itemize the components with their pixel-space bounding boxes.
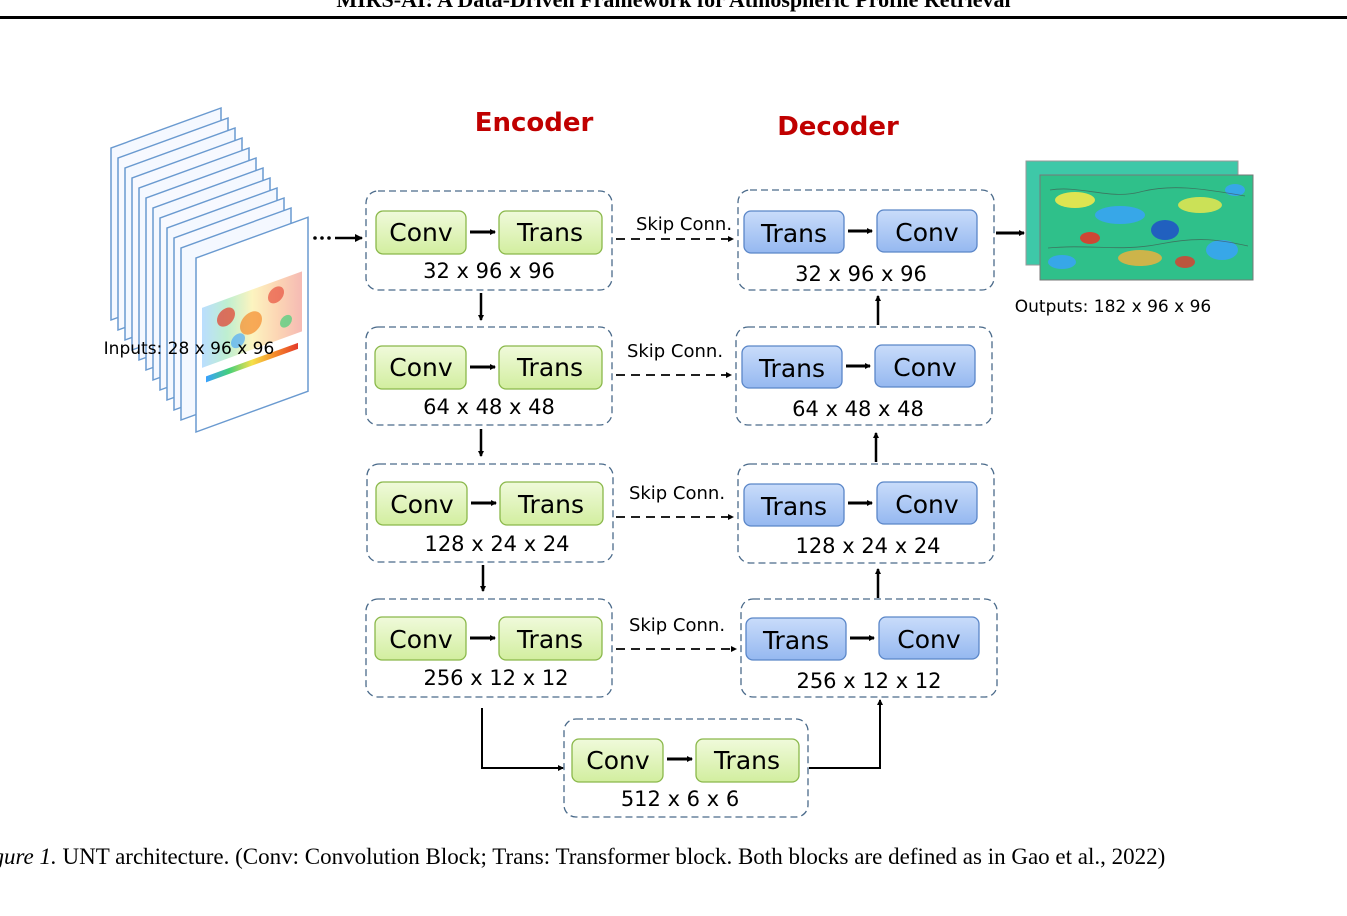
bottleneck-connectors xyxy=(481,699,883,771)
trans-block xyxy=(743,210,845,254)
conv-block xyxy=(876,481,978,525)
trans-block xyxy=(743,483,845,527)
conv-label: Conv xyxy=(893,353,957,382)
skip-label: Skip Conn. xyxy=(629,483,725,504)
skip-connection-4: Skip Conn. xyxy=(616,615,737,652)
trans-label: Trans xyxy=(760,492,827,521)
encoder-title: Encoder xyxy=(475,108,594,138)
trans-block xyxy=(499,481,604,526)
skip-connection-3: Skip Conn. xyxy=(616,483,734,520)
decoder-level-3: Trans Conv 128 x 24 x 24 xyxy=(737,463,995,564)
trans-label: Trans xyxy=(516,625,583,654)
trans-block xyxy=(741,345,843,389)
encoder-level-3-dims: 128 x 24 x 24 xyxy=(424,532,569,556)
trans-block xyxy=(695,738,800,783)
page-header: MIRS-AI: A Data-Driven Framework for Atm… xyxy=(0,0,1347,20)
trans-block xyxy=(498,210,603,255)
unt-architecture-diagram: Encoder Decoder Inputs: 28 x 96 x 9 xyxy=(104,106,1254,818)
trans-block xyxy=(498,345,603,390)
encoder-level-2-dims: 64 x 48 x 48 xyxy=(423,395,555,419)
figure-caption: Figure 1. UNT architecture. (Conv: Convo… xyxy=(0,844,1347,878)
trans-label: Trans xyxy=(516,353,583,382)
trans-label: Trans xyxy=(760,219,827,248)
encoder-down-arrows xyxy=(478,293,486,592)
running-title: MIRS-AI: A Data-Driven Framework for Atm… xyxy=(0,0,1347,13)
bottleneck-dims: 512 x 6 x 6 xyxy=(621,787,739,811)
conv-label: Conv xyxy=(895,490,959,519)
caption-text: UNT architecture. (Conv: Convolution Blo… xyxy=(62,844,1166,869)
caption-label: Figure 1. xyxy=(0,844,57,869)
inputs-label: Inputs: 28 x 96 x 96 xyxy=(104,339,275,359)
conv-label: Conv xyxy=(390,490,454,519)
conv-block xyxy=(374,345,467,390)
decoder-level-4: Trans Conv 256 x 12 x 12 xyxy=(740,598,998,698)
conv-block xyxy=(874,344,976,388)
skip-label: Skip Conn. xyxy=(636,214,732,235)
decoder-level-3-dims: 128 x 24 x 24 xyxy=(795,534,940,558)
decoder-level-2-dims: 64 x 48 x 48 xyxy=(792,397,924,421)
trans-block xyxy=(745,617,847,661)
conv-label: Conv xyxy=(389,218,453,247)
conv-label: Conv xyxy=(895,218,959,247)
skip-label: Skip Conn. xyxy=(627,341,723,362)
conv-label: Conv xyxy=(389,353,453,382)
output-map-stack xyxy=(1025,160,1254,281)
encoder-level-3: Conv Trans 128 x 24 x 24 xyxy=(366,463,614,563)
trans-label: Trans xyxy=(713,746,780,775)
conv-block xyxy=(571,738,664,783)
encoder-level-1: Conv Trans 32 x 96 x 96 xyxy=(365,190,613,291)
decoder-level-2: Trans Conv 64 x 48 x 48 xyxy=(735,326,993,426)
encoder-level-1-dims: 32 x 96 x 96 xyxy=(423,259,555,283)
skip-connection-2: Skip Conn. xyxy=(616,341,732,378)
decoder-title: Decoder xyxy=(777,112,899,142)
conv-block xyxy=(374,616,467,661)
decoder-level-4-dims: 256 x 12 x 12 xyxy=(796,669,941,693)
encoder-level-4: Conv Trans 256 x 12 x 12 xyxy=(365,598,613,698)
input-arrow xyxy=(313,234,363,242)
conv-block xyxy=(876,209,978,253)
trans-label: Trans xyxy=(516,218,583,247)
outputs-label: Outputs: 182 x 96 x 96 xyxy=(1015,297,1212,317)
header-rule xyxy=(0,16,1347,19)
encoder-level-4-dims: 256 x 12 x 12 xyxy=(423,666,568,690)
bottleneck: Conv Trans 512 x 6 x 6 xyxy=(563,718,809,818)
conv-block xyxy=(375,481,468,526)
conv-label: Conv xyxy=(897,625,961,654)
trans-label: Trans xyxy=(517,490,584,519)
conv-label: Conv xyxy=(586,746,650,775)
trans-block xyxy=(498,616,603,661)
conv-block xyxy=(375,210,467,255)
conv-block xyxy=(878,616,980,660)
decoder-level-1-dims: 32 x 96 x 96 xyxy=(795,262,927,286)
encoder-level-2: Conv Trans 64 x 48 x 48 xyxy=(365,326,613,426)
skip-connection-1: Skip Conn. xyxy=(616,214,734,242)
conv-label: Conv xyxy=(389,625,453,654)
skip-label: Skip Conn. xyxy=(629,615,725,636)
decoder-level-1: Trans Conv 32 x 96 x 96 xyxy=(737,189,995,291)
decoder-up-arrows xyxy=(873,295,881,598)
trans-label: Trans xyxy=(758,354,825,383)
trans-label: Trans xyxy=(762,626,829,655)
input-image-stack xyxy=(110,106,309,434)
